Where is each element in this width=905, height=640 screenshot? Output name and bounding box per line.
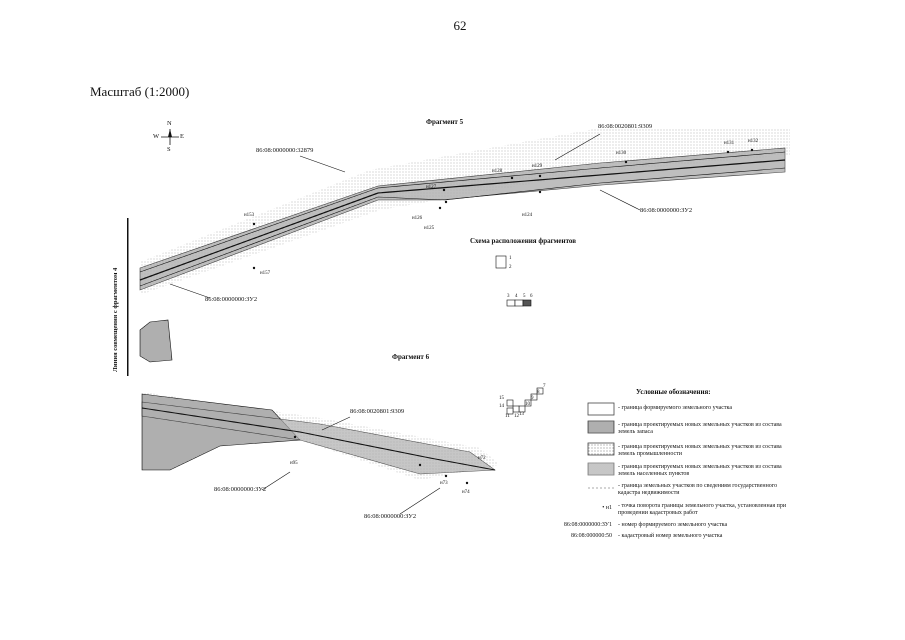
legend-item-text: - точка поворота границы земельного учас… xyxy=(618,503,787,516)
scheme-number: 3 xyxy=(507,294,510,299)
point-label: н157 xyxy=(260,271,271,276)
fragment5-turning-points xyxy=(252,148,754,270)
joining-line-label: Линия совмещения с фрагментом 4 xyxy=(112,267,119,372)
scale-title: Масштаб (1:2000) xyxy=(90,84,190,99)
scheme-number: 5 xyxy=(523,294,526,299)
point-label: н129 xyxy=(532,164,543,169)
scheme-number: 2 xyxy=(509,265,512,270)
parcel-label: 86:08:0000000:ЗУ2 xyxy=(214,486,267,493)
page-number: 62 xyxy=(453,18,467,33)
scheme-title: Схема расположения фрагментов xyxy=(470,237,577,245)
fragment5-title: Фрагмент 5 xyxy=(426,118,464,126)
legend-item-text: - граница земельных участков по сведения… xyxy=(618,483,778,496)
scheme-number: 4 xyxy=(515,294,518,299)
parcel-label: 86:08:0000000:ЗУ2 xyxy=(364,513,417,520)
scheme-number: 9 xyxy=(531,396,534,401)
fragment5-axis xyxy=(139,159,786,281)
fragment6-strip xyxy=(141,401,496,475)
fragment-scheme-diagram xyxy=(495,255,532,307)
scheme-number: 11 xyxy=(505,414,510,419)
fragment5-strip xyxy=(139,147,786,291)
legend-item-text: - граница проектируемых новых земельных … xyxy=(618,464,782,477)
legend-point-marker: • н1 xyxy=(602,505,612,511)
scheme-number: 6 xyxy=(530,294,533,299)
point-label: н74 xyxy=(462,490,470,495)
point-label: н132 xyxy=(748,139,759,144)
point-label: н125 xyxy=(424,226,435,231)
fragment6-scheme-diagram xyxy=(506,387,544,415)
legend-title: Условные обозначения: xyxy=(636,388,711,396)
point-label: н130 xyxy=(616,151,627,156)
scheme-number: 12 xyxy=(514,414,519,419)
point-label: н128 xyxy=(492,169,503,174)
joining-line xyxy=(127,218,129,376)
legend-code: 86:08:000000:50 xyxy=(570,533,612,539)
scheme-number: 14 xyxy=(499,404,504,409)
fragment6-axis xyxy=(141,407,496,471)
leader-line xyxy=(399,487,441,515)
legend-code: 86:08:0000000:ЗУ1 xyxy=(563,522,612,528)
fragment5-background-zone xyxy=(140,128,790,295)
point-label: н73 xyxy=(440,481,448,486)
leader-line xyxy=(261,471,291,491)
leader-line xyxy=(599,189,641,211)
fragment5-boundary-lower xyxy=(139,167,786,287)
point-label: н95 xyxy=(290,461,298,466)
scheme-number: 1 xyxy=(509,256,512,261)
compass-east-label: E xyxy=(180,133,184,140)
scheme-number: 8 xyxy=(537,390,540,395)
legend-symbols xyxy=(587,402,615,476)
point-label: н126 xyxy=(412,216,423,221)
compass-west-label: W xyxy=(153,133,160,140)
legend-item-text: - граница проектируемых новых земельных … xyxy=(618,422,782,435)
point-label: н131 xyxy=(724,141,735,146)
fragment5-boundary-upper xyxy=(139,151,786,273)
fragment6-turning-points xyxy=(293,435,469,485)
leader-line xyxy=(554,133,601,161)
parcel-label: 86:08:0000000:32879 xyxy=(256,147,314,154)
legend-item-text: - номер формируемого земельного участка xyxy=(618,522,728,528)
scheme-number: 15 xyxy=(499,396,504,401)
scheme-number: 13 xyxy=(519,412,524,417)
leader-line xyxy=(321,416,351,431)
scheme-number: 7 xyxy=(543,384,546,389)
compass-arrow-icon xyxy=(168,129,172,137)
parcel-label: 86:08:0000000:ЗУ2 xyxy=(640,207,693,214)
leader-line xyxy=(299,155,346,173)
legend-item-text: - кадастровый номер земельного участка xyxy=(618,533,723,539)
point-label: н127 xyxy=(426,185,437,190)
point-label: н153 xyxy=(244,213,255,218)
parcel-label: 86:08:0000000:ЗУ2 xyxy=(205,296,258,303)
scheme-number: 10 xyxy=(525,402,530,407)
leader-line xyxy=(169,283,211,299)
legend-item-text: - граница формируемого земельного участк… xyxy=(618,405,733,411)
legend-item-text: - граница проектируемых новых земельных … xyxy=(618,444,782,457)
compass-north-label: N xyxy=(167,120,172,127)
point-label: н72 xyxy=(478,456,486,461)
compass-south-label: S xyxy=(167,146,171,153)
parcel-label: 86:08:0020801:9309 xyxy=(598,123,653,130)
parcel-label: 86:08:0020801:9309 xyxy=(350,408,405,415)
fragment6-title: Фрагмент 6 xyxy=(392,353,430,361)
point-label: н124 xyxy=(522,213,533,218)
fragment-edge-polygon xyxy=(139,319,173,363)
